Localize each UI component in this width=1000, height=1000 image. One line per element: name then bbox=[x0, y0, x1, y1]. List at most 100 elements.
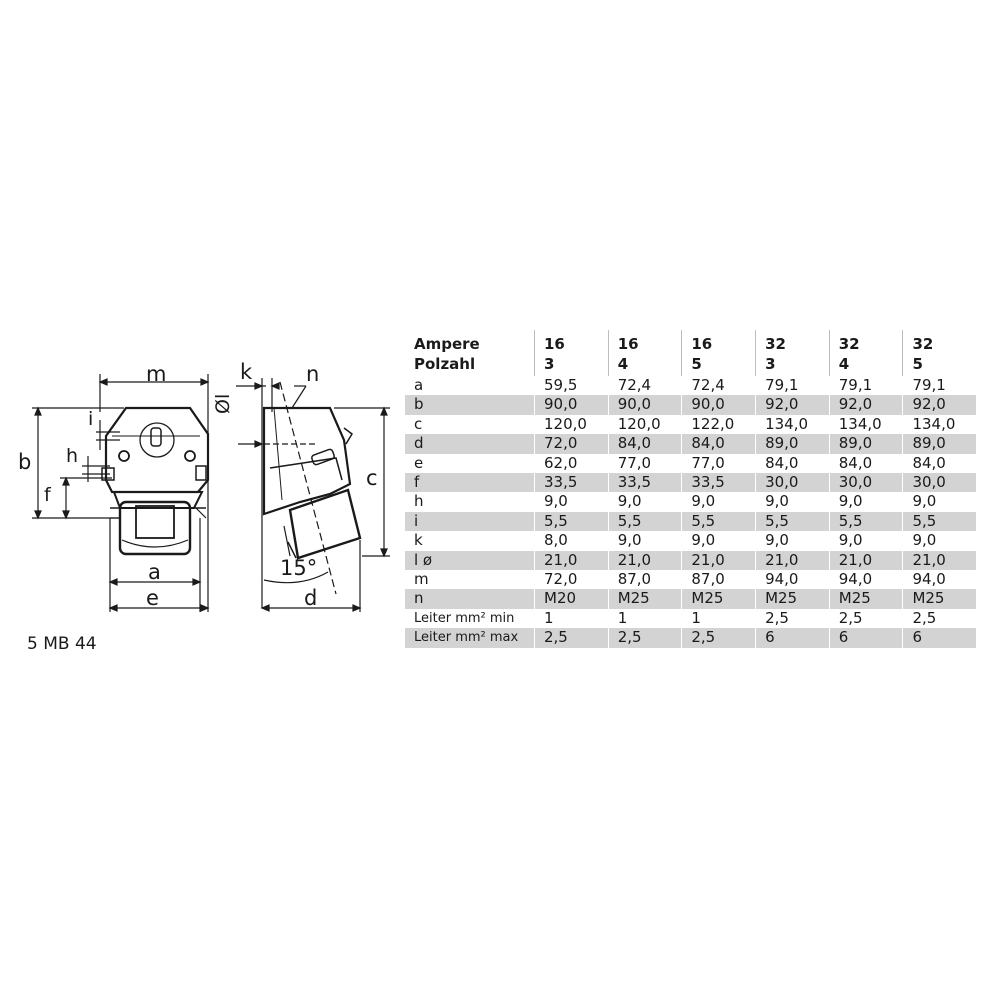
table-cell: 30,0 bbox=[902, 473, 976, 493]
table-cell: 134,0 bbox=[902, 414, 976, 435]
table-cell: 62,0 bbox=[534, 453, 609, 474]
table-cell: 72,4 bbox=[681, 376, 756, 396]
table-cell: 9,0 bbox=[607, 492, 682, 512]
header-ampere-value: 32 bbox=[765, 335, 786, 353]
row-label: e bbox=[414, 453, 424, 472]
row-label: b bbox=[405, 395, 535, 415]
table-cell: 92,0 bbox=[828, 395, 903, 415]
header-ampere-value: 16 bbox=[617, 335, 639, 353]
table-cell: 89,0 bbox=[902, 434, 976, 454]
table-cell: 9,0 bbox=[902, 531, 976, 551]
table-cell: 6 bbox=[902, 628, 976, 648]
table-cell: 79,1 bbox=[828, 376, 903, 396]
table-cell: 21,0 bbox=[681, 550, 756, 571]
table-cell: 30,0 bbox=[755, 473, 830, 493]
header-poles-value: 4 bbox=[617, 355, 629, 373]
dimension-label-e: e bbox=[146, 586, 159, 610]
header-ampere-value: 32 bbox=[912, 335, 934, 353]
table-cell: 84,0 bbox=[902, 453, 976, 474]
table-cell: 5,5 bbox=[681, 511, 756, 532]
header-poles-value: 3 bbox=[765, 355, 776, 373]
table-cell: 84,0 bbox=[828, 453, 903, 474]
table-cell: M25 bbox=[828, 589, 903, 609]
table-cell: 72,0 bbox=[534, 570, 609, 590]
table-cell: 9,0 bbox=[902, 492, 976, 512]
table-cell: 1 bbox=[534, 608, 609, 629]
table-cell: 89,0 bbox=[755, 434, 830, 454]
table-cell: 120,0 bbox=[534, 414, 609, 435]
table-cell: 90,0 bbox=[681, 395, 756, 415]
table-cell: 2,5 bbox=[828, 608, 903, 629]
table-cell: 5,5 bbox=[828, 511, 903, 532]
dimension-label-c: c bbox=[366, 466, 378, 490]
table-cell: 92,0 bbox=[755, 395, 830, 415]
table-cell: 2,5 bbox=[607, 628, 682, 648]
dimension-label-i: i bbox=[88, 408, 94, 430]
row-label: k bbox=[414, 531, 423, 550]
table-cell: 84,0 bbox=[607, 434, 682, 454]
table-cell: 9,0 bbox=[828, 492, 903, 512]
table-cell: 134,0 bbox=[755, 414, 830, 435]
table-cell: 8,0 bbox=[534, 531, 609, 551]
header-poles-value: 4 bbox=[838, 355, 850, 373]
row-label: n bbox=[405, 589, 535, 609]
table-cell: 72,0 bbox=[534, 434, 609, 454]
table-cell: 79,1 bbox=[755, 376, 830, 396]
row-label: a bbox=[414, 376, 424, 394]
row-label: Leiter mm² max bbox=[405, 628, 535, 648]
table-cell: M25 bbox=[681, 589, 756, 609]
dimension-label-k: k bbox=[240, 360, 253, 384]
front-view bbox=[32, 374, 210, 612]
row-label: f bbox=[405, 473, 535, 493]
table-cell: 87,0 bbox=[681, 570, 756, 590]
row-label: l ø bbox=[405, 550, 535, 571]
row-label: d bbox=[405, 434, 535, 454]
table-cell: M25 bbox=[607, 589, 682, 609]
table-cell: 79,1 bbox=[902, 376, 976, 396]
table-cell: 94,0 bbox=[902, 570, 976, 590]
header-poles-value: 5 bbox=[912, 355, 923, 373]
row-label: h bbox=[414, 492, 424, 511]
table-cell: 94,0 bbox=[755, 570, 830, 590]
table-cell: 6 bbox=[755, 628, 830, 648]
table-cell: 87,0 bbox=[607, 570, 682, 590]
table-cell: 89,0 bbox=[828, 434, 903, 454]
dimension-label-m: m bbox=[146, 362, 167, 386]
table-cell: 1 bbox=[607, 608, 682, 629]
table-cell: M25 bbox=[902, 589, 976, 609]
header-poles-value: 5 bbox=[691, 355, 702, 373]
table-cell: 77,0 bbox=[607, 453, 682, 474]
table-cell: 21,0 bbox=[607, 550, 682, 571]
table-cell: 90,0 bbox=[534, 395, 609, 415]
dimension-label-n: n bbox=[306, 362, 320, 386]
table-cell: 84,0 bbox=[755, 453, 830, 474]
row-label: Leiter mm² min bbox=[414, 610, 515, 626]
table-cell: 134,0 bbox=[828, 414, 903, 435]
table-cell: 21,0 bbox=[755, 550, 830, 571]
table-cell: 2,5 bbox=[681, 628, 756, 648]
dimension-label-angle: 15° bbox=[280, 556, 318, 580]
table-cell: 90,0 bbox=[607, 395, 682, 415]
header-poles-value: 3 bbox=[544, 355, 555, 373]
row-label: i bbox=[405, 511, 535, 532]
table-cell: 33,5 bbox=[607, 473, 682, 493]
table-cell: 9,0 bbox=[681, 531, 756, 551]
table-cell: 9,0 bbox=[607, 531, 682, 551]
table-cell: 2,5 bbox=[902, 608, 976, 629]
table-cell: 21,0 bbox=[902, 550, 976, 571]
